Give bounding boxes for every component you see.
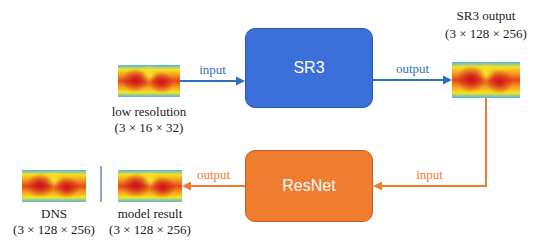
heatmap-image: model result(3 × 128 × 256) — [118, 170, 182, 202]
image-caption: (3 × 16 × 32) — [115, 120, 184, 135]
box-label: SR3 — [293, 59, 324, 77]
model-box: SR3 — [245, 28, 373, 108]
arrow-connector — [373, 76, 452, 85]
image-caption: (3 × 128 × 256) — [109, 222, 191, 237]
model-box: ResNet — [245, 150, 373, 222]
separator-line — [100, 166, 101, 202]
image-caption: DNS — [41, 206, 67, 221]
box-label: ResNet — [282, 177, 335, 195]
heatmap-image: DNS(3 × 128 × 256) — [22, 170, 86, 202]
arrow-connector — [182, 182, 245, 191]
image-caption: SR3 output — [457, 8, 516, 23]
image-caption: (3 × 128 × 256) — [13, 222, 95, 237]
arrow-connector — [373, 98, 486, 191]
image-caption: model result — [118, 206, 183, 221]
edge-label: output — [394, 61, 431, 76]
edge-label: input — [197, 62, 228, 77]
image-caption: (3 × 128 × 256) — [445, 26, 527, 41]
heatmap-image: low resolution(3 × 16 × 32) — [118, 65, 180, 97]
image-caption: low resolution — [112, 104, 187, 119]
heatmap-image: SR3 output(3 × 128 × 256) — [452, 62, 520, 98]
arrow-connector — [180, 77, 245, 86]
edge-label: input — [414, 167, 445, 182]
edge-label: output — [195, 167, 232, 182]
